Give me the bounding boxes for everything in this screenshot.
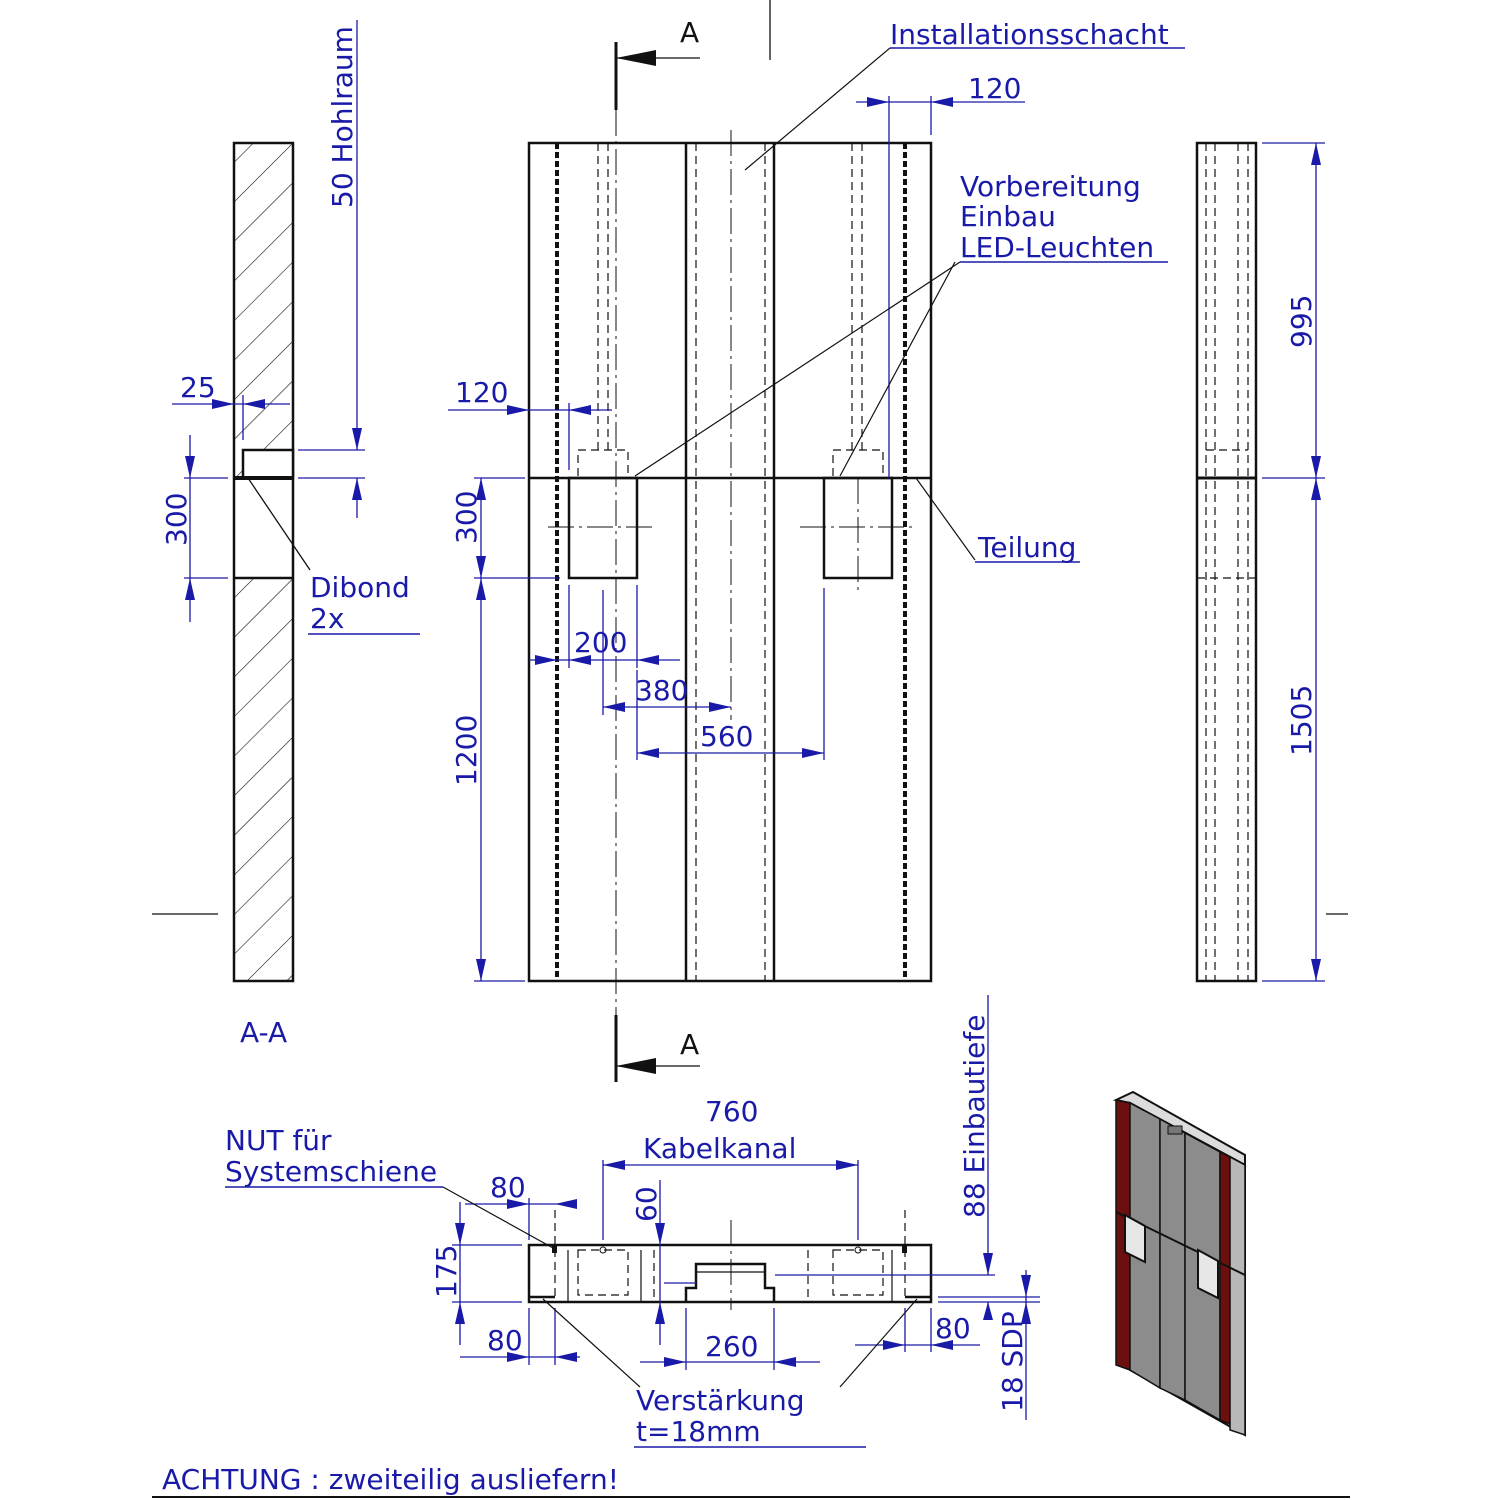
isometric-render [1112, 1090, 1246, 1437]
dim-depth-175: 175 [430, 1245, 463, 1298]
front-view: 120 120 300 1200 200 380 560 [448, 18, 1185, 1015]
plan-view: 760 Kabelkanal 80 175 80 60 260 [225, 995, 1040, 1448]
label-led-prep-1: Vorbereitung [960, 170, 1141, 203]
dim-opening: 300 [160, 493, 193, 546]
label-groove-2: Systemschiene [225, 1155, 437, 1188]
label-led-prep-3: LED-Leuchten [960, 231, 1154, 264]
dim-bottom-height: 1200 [450, 715, 483, 786]
label-split: Teilung [977, 531, 1076, 564]
section-title: A-A [240, 1016, 287, 1049]
dim-380: 380 [635, 674, 688, 707]
label-led-prep-2: Einbau [960, 200, 1056, 233]
dim-left-edge: 120 [455, 376, 508, 409]
section-letter-bottom: A [680, 1028, 699, 1061]
label-reinforce-2: t=18mm [636, 1415, 761, 1448]
label-sdp: 18 SDP [996, 1311, 1029, 1412]
side-view: 995 1505 [1195, 141, 1325, 983]
dim-width: 760 [705, 1095, 758, 1128]
delivery-note: ACHTUNG : zweiteilig ausliefern! [162, 1463, 619, 1496]
dim-upper: 995 [1285, 295, 1318, 348]
dim-lower: 1505 [1285, 685, 1318, 756]
section-letter-top: A [680, 16, 699, 49]
dim-opening-height: 300 [450, 491, 483, 544]
dim-right-edge: 120 [968, 72, 1021, 105]
label-install-depth: 88 Einbautiefe [958, 1015, 991, 1219]
section-marker-bottom: A [614, 1015, 700, 1082]
label-groove-1: NUT für [225, 1124, 332, 1157]
dim-60: 60 [630, 1186, 663, 1222]
section-view: 50 Hohlraum 25 300 Dibond 2x A-A [160, 20, 420, 1049]
section-marker-top: A [614, 16, 700, 110]
label-installation-shaft: Installationsschacht [890, 18, 1169, 51]
label-dibond-count: 2x [310, 602, 344, 635]
label-dibond: Dibond [310, 571, 410, 604]
dim-200: 200 [574, 626, 627, 659]
dim-bottom-80-right: 80 [935, 1312, 971, 1345]
dim-bottom-80-left: 80 [487, 1324, 523, 1357]
label-cable-channel: Kabelkanal [643, 1132, 796, 1165]
dim-wall: 25 [180, 371, 216, 404]
label-reinforce-1: Verstärkung [636, 1384, 805, 1417]
dim-cavity: 50 Hohlraum [326, 26, 359, 208]
dim-top-80: 80 [490, 1171, 526, 1204]
dim-560: 560 [700, 720, 753, 753]
dim-260: 260 [705, 1330, 758, 1363]
